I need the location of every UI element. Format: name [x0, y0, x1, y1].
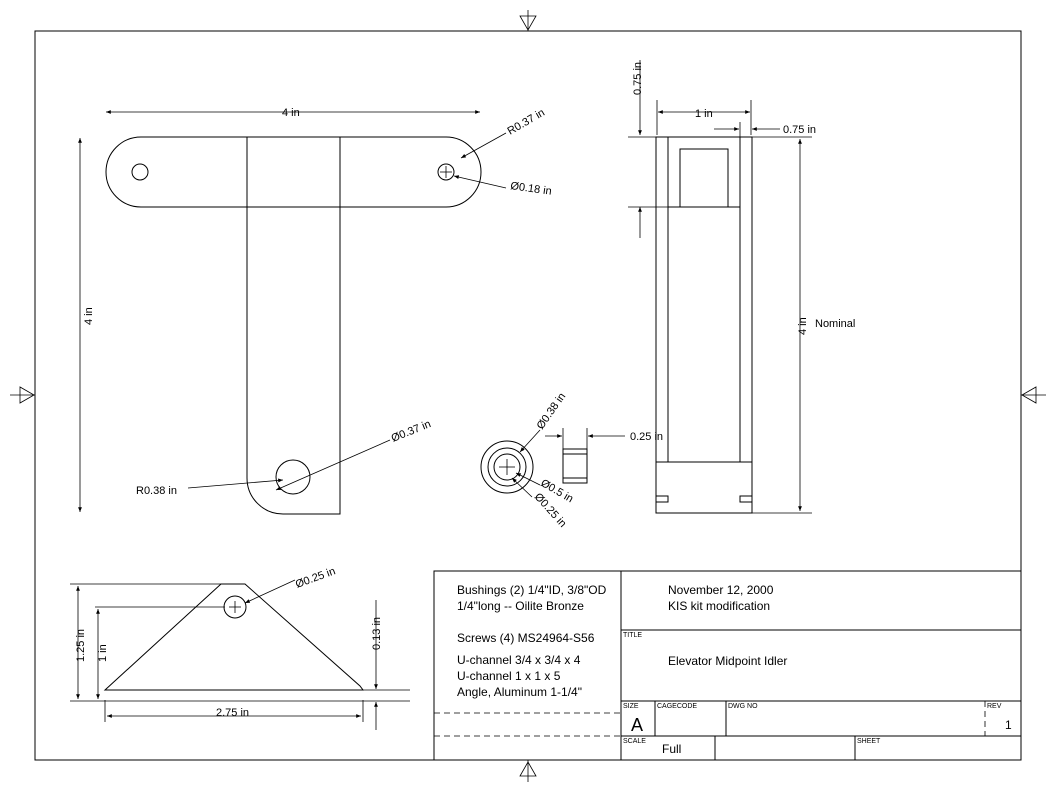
dim-bottom-hole: Ø0.37 in: [390, 418, 433, 445]
bom-line-4: U-channel 3/4 x 3/4 x 4: [457, 653, 581, 667]
drawing-date: November 12, 2000: [668, 583, 774, 597]
top-view-dims: 4 in 4 in R0.37 in Ø0.18 in Ø0.37 in R0.…: [78, 107, 553, 512]
angle-view: [103, 583, 364, 691]
size-label: SIZE: [623, 703, 639, 710]
dim-angle-125: 1.25 in: [75, 629, 87, 662]
centering-marks: [10, 10, 1046, 782]
bom-line-6: Angle, Aluminum 1-1/4": [457, 685, 582, 699]
top-view: [105, 136, 482, 515]
dim-bottom-radius: R0.38 in: [136, 485, 177, 497]
drawing-title: Elevator Midpoint Idler: [668, 654, 787, 668]
sheet-label: SHEET: [857, 738, 881, 745]
dim-side-nominal: Nominal: [815, 318, 855, 330]
size-value: A: [631, 715, 643, 735]
bushing-dims: Ø0.38 in 0.25 in Ø0.5 in Ø0.25 in: [511, 391, 663, 530]
bom-line-2: 1/4"long -- Oilite Bronze: [457, 599, 584, 613]
dim-angle-013: 0.13 in: [371, 617, 383, 650]
dim-top-radius: R0.37 in: [506, 107, 547, 138]
dim-top-width: 4 in: [282, 107, 300, 119]
scale-value: Full: [662, 742, 681, 756]
bushing-view: [480, 440, 588, 494]
dim-bushing-len: 0.25 in: [630, 431, 663, 443]
scale-label: SCALE: [623, 738, 646, 745]
rev-label: REV: [987, 703, 1002, 710]
dim-side-height: 4 in: [797, 317, 809, 335]
cagecode-label: CAGECODE: [657, 703, 697, 710]
bom-line-1: Bushings (2) 1/4"ID, 3/8"OD: [457, 583, 607, 597]
dim-side-top: 0.75 in: [632, 62, 644, 95]
title-label: TITLE: [623, 632, 642, 639]
sheet-border: [34, 30, 1022, 761]
dwg-no-label: DWG NO: [728, 703, 758, 710]
drawing-note: KIS kit modification: [668, 599, 770, 613]
rev-value: 1: [1005, 718, 1012, 732]
dim-side-right: 0.75 in: [783, 124, 816, 136]
side-section: [655, 136, 753, 514]
dim-angle-1: 1 in: [97, 644, 109, 662]
title-block: Bushings (2) 1/4"ID, 3/8"OD 1/4"long -- …: [433, 570, 1022, 761]
dim-left-height: 4 in: [83, 307, 95, 325]
dim-side-width: 1 in: [695, 108, 713, 120]
bom-line-5: U-channel 1 x 1 x 5: [457, 669, 561, 683]
angle-dims: 1.25 in 1 in 0.13 in 2.75 in Ø0.25 in: [70, 565, 410, 730]
dim-top-hole: Ø0.18 in: [510, 180, 553, 198]
dim-angle-hole: Ø0.25 in: [294, 565, 337, 591]
dim-bushing-od: Ø0.38 in: [535, 391, 569, 432]
dim-angle-width: 2.75 in: [216, 707, 249, 719]
side-dims: 1 in 0.75 in 0.75 in 4 in Nominal: [628, 60, 855, 514]
bom-line-3: Screws (4) MS24964-S56: [457, 631, 595, 645]
